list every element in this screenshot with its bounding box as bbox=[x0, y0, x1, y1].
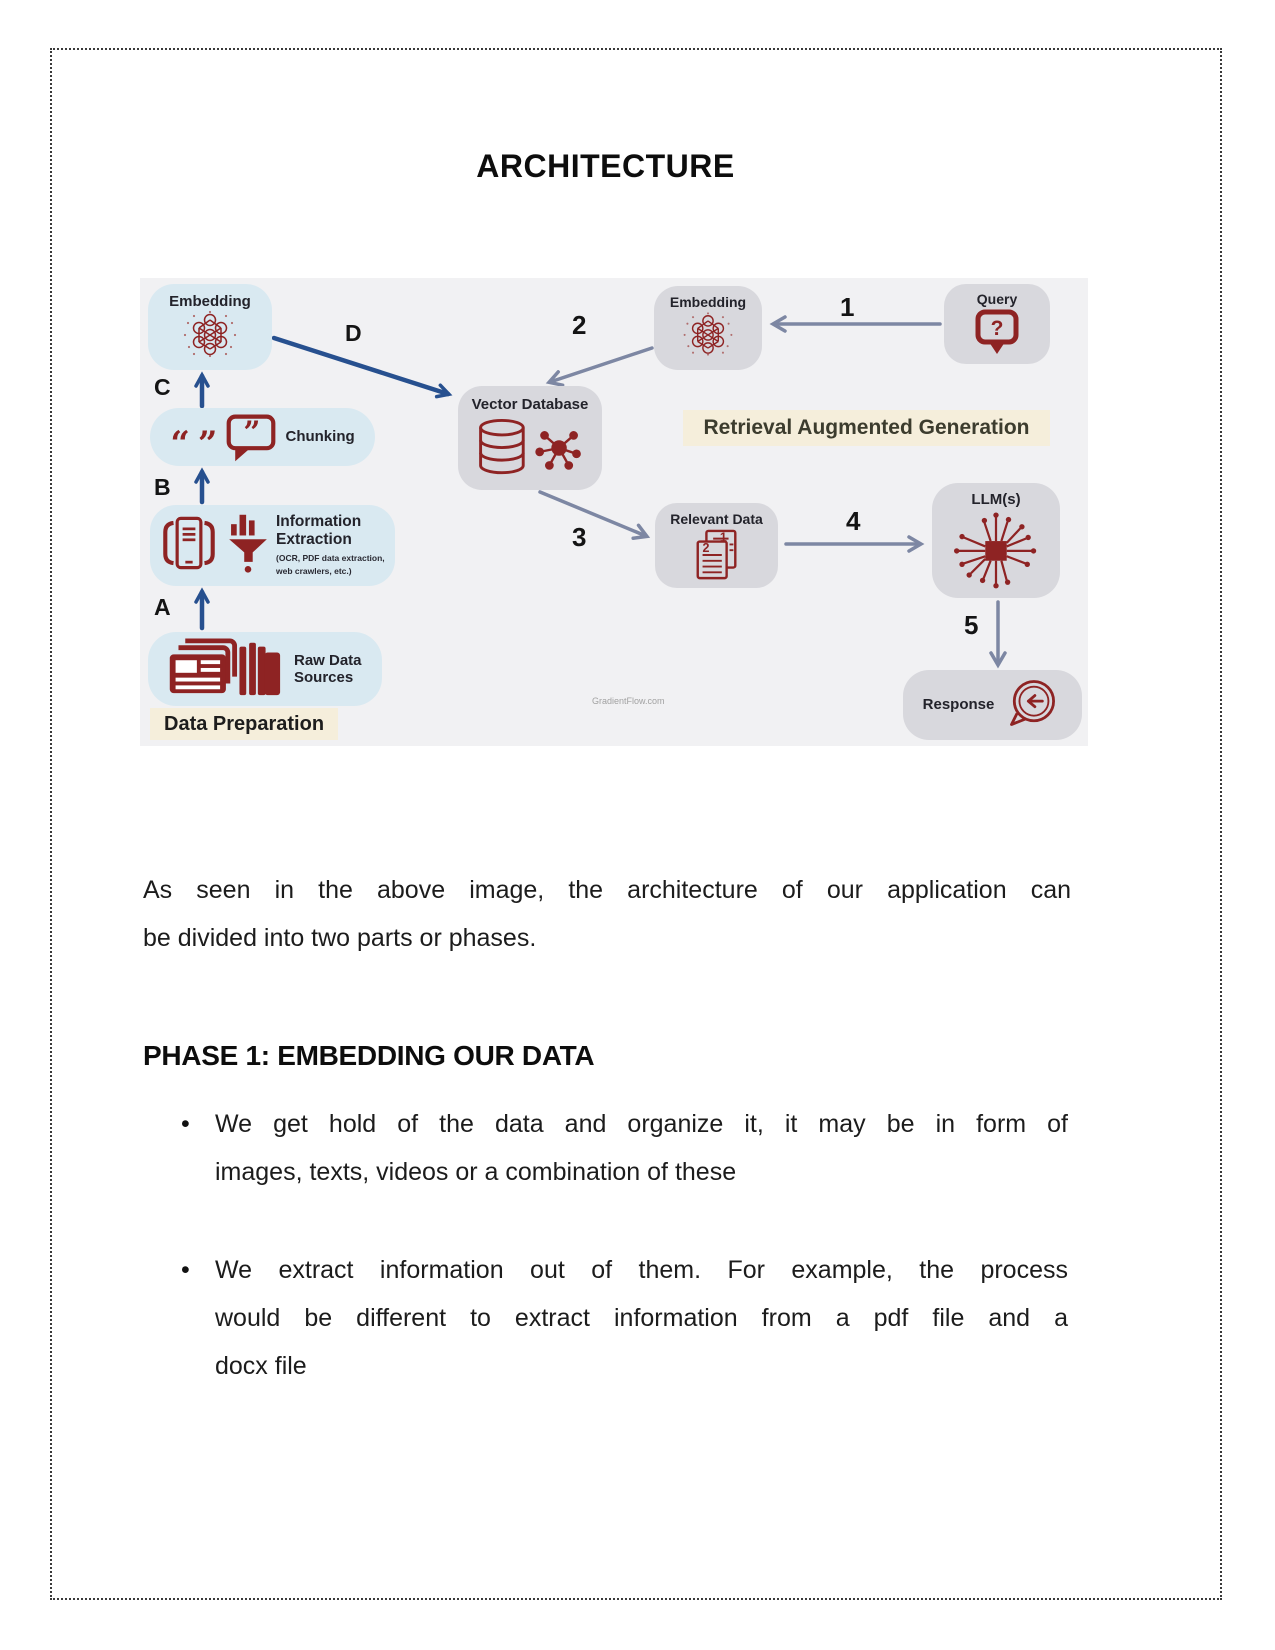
funnel-filter-icon bbox=[226, 511, 270, 580]
vector-database-node: Vector Database bbox=[458, 386, 602, 490]
phase1-heading: PHASE 1: EMBEDDING OUR DATA bbox=[143, 1040, 595, 1071]
bullet-line: We extract information out of them. For … bbox=[215, 1256, 1068, 1284]
bullet-item: We get hold of the data and organize it,… bbox=[181, 1100, 1068, 1196]
svg-text:2: 2 bbox=[702, 541, 709, 555]
step-letter-c: C bbox=[154, 374, 171, 400]
relevant-data-node: Relevant Data 1 2 bbox=[655, 503, 778, 588]
data-preparation-banner: Data Preparation bbox=[150, 708, 339, 740]
step-letter-a: A bbox=[154, 594, 171, 620]
rag-banner: Retrieval Augmented Generation bbox=[683, 410, 1050, 446]
embedding-right-label: Embedding bbox=[669, 294, 747, 310]
documents-stack-icon bbox=[162, 637, 284, 702]
bullet-line: would be different to extract informatio… bbox=[215, 1304, 1068, 1332]
intro-paragraph: As seen in the above image, the architec… bbox=[143, 866, 1071, 962]
bullet-line: docx file bbox=[215, 1352, 307, 1380]
embedding-left-label: Embedding bbox=[169, 293, 251, 310]
database-cluster-icon bbox=[470, 417, 590, 484]
query-node: Query ? bbox=[944, 284, 1050, 364]
bullet-line: We get hold of the data and organize it,… bbox=[215, 1110, 1068, 1138]
chunking-node: “ ” ” Chunking bbox=[150, 408, 375, 466]
neural-network-icon bbox=[179, 310, 241, 363]
embedding-right-node: Embedding bbox=[654, 286, 762, 370]
information-extraction-label: Information Extraction bbox=[276, 513, 362, 549]
information-extraction-sublabel: (OCR, PDF data extraction, web crawlers,… bbox=[276, 553, 385, 576]
embedding-left-node: Embedding bbox=[148, 284, 272, 370]
svg-text:?: ? bbox=[991, 317, 1004, 340]
step-number-2: 2 bbox=[572, 310, 587, 340]
svg-text:1: 1 bbox=[719, 531, 726, 545]
architecture-diagram: Embedding bbox=[140, 278, 1088, 746]
information-extraction-node: Information Extraction (OCR, PDF data ex… bbox=[150, 505, 395, 586]
llm-label: LLM(s) bbox=[971, 491, 1021, 508]
intro-line: As seen in the above image, the architec… bbox=[143, 876, 1071, 904]
svg-text:”: ” bbox=[244, 415, 261, 450]
query-label: Query bbox=[976, 291, 1018, 307]
step-letter-d: D bbox=[345, 320, 362, 346]
intro-line: be divided into two parts or phases. bbox=[143, 924, 537, 952]
chat-reply-icon bbox=[1004, 676, 1062, 735]
chunking-label: Chunking bbox=[285, 428, 355, 446]
raw-data-sources-node: Raw Data Sources bbox=[148, 632, 382, 706]
bullet-item: We extract information out of them. For … bbox=[181, 1246, 1068, 1390]
step-number-4: 4 bbox=[846, 506, 861, 536]
chip-circuit-icon bbox=[946, 508, 1046, 597]
question-bubble-icon: ? bbox=[974, 309, 1020, 362]
bullet-line: images, texts, videos or a combination o… bbox=[215, 1158, 737, 1186]
page-border bbox=[50, 48, 1222, 1600]
relevant-data-label: Relevant Data bbox=[670, 511, 763, 527]
neural-network-icon bbox=[679, 310, 737, 363]
quote-bubble-icon: ” bbox=[225, 412, 277, 469]
step-number-5: 5 bbox=[964, 610, 979, 640]
step-number-1: 1 bbox=[840, 292, 855, 322]
close-quote-icon: ” bbox=[197, 424, 218, 464]
numbered-documents-icon: 1 2 bbox=[691, 528, 743, 587]
page-title: ARCHITECTURE bbox=[476, 148, 735, 184]
document-scanner-icon bbox=[158, 512, 220, 579]
step-letter-b: B bbox=[154, 474, 171, 500]
step-number-3: 3 bbox=[572, 522, 587, 552]
vector-database-label: Vector Database bbox=[471, 396, 589, 413]
watermark: GradientFlow.com bbox=[592, 696, 665, 706]
open-quote-icon: “ bbox=[170, 424, 190, 464]
raw-data-sources-label: Raw Data Sources bbox=[294, 651, 362, 686]
response-label: Response bbox=[922, 696, 995, 714]
llm-node: LLM(s) bbox=[932, 483, 1060, 598]
response-node: Response bbox=[903, 670, 1082, 740]
